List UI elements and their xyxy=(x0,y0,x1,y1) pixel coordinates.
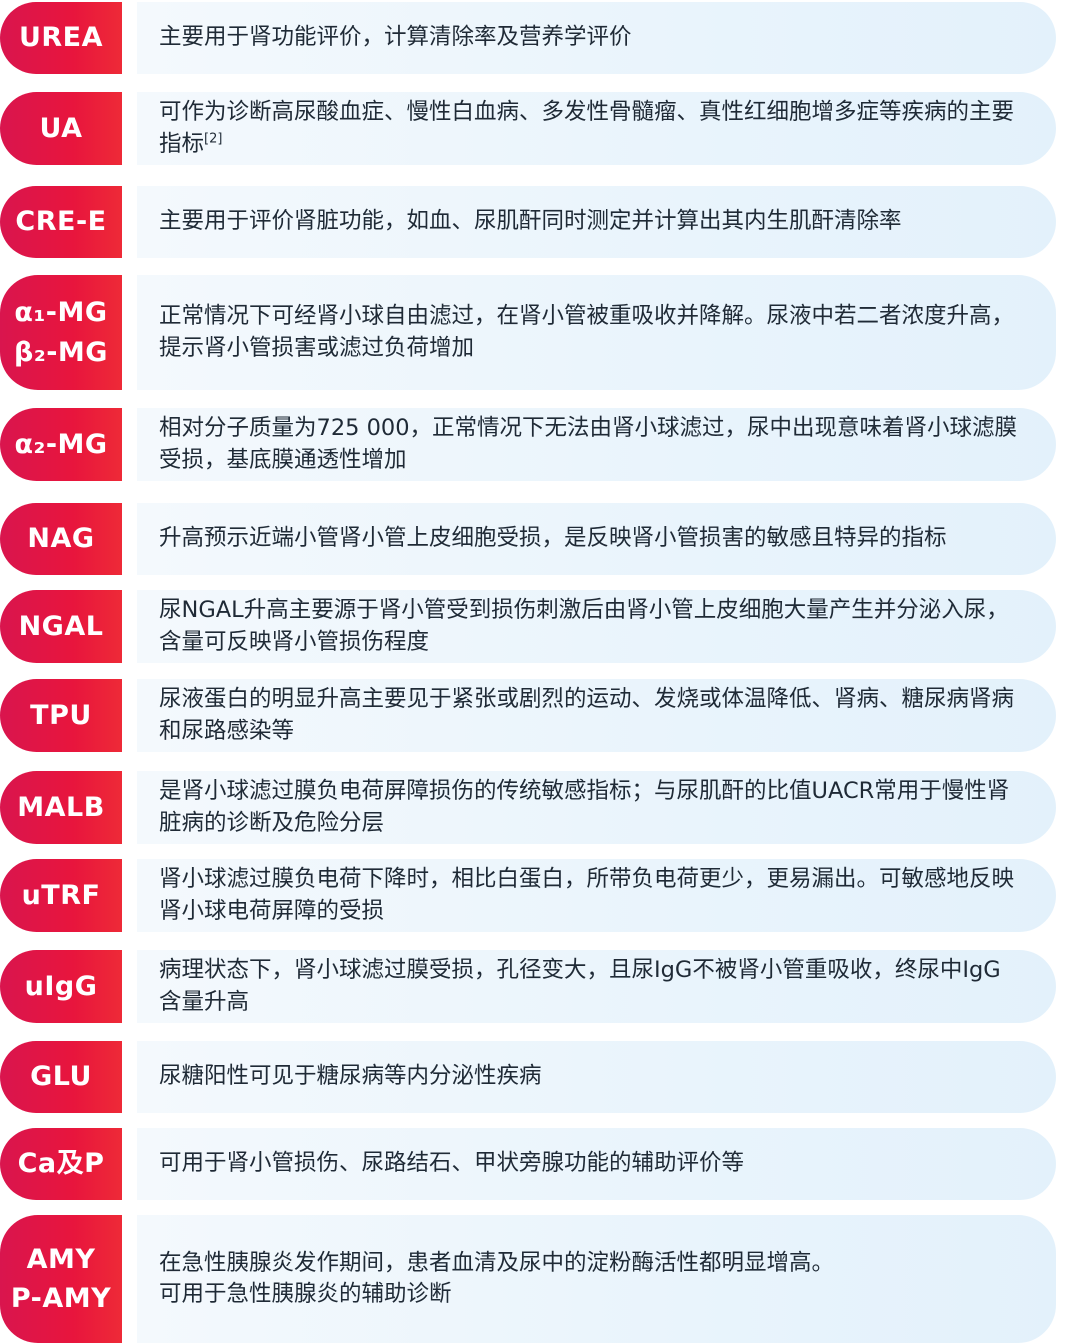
indicator-tag-label: MALB xyxy=(17,791,105,823)
indicator-description: 是肾小球滤过膜负电荷屏障损伤的传统敏感指标；与尿肌酐的比值UACR常用于慢性肾脏… xyxy=(159,776,1019,838)
indicator-description-text: 主要用于评价肾脏功能，如血、尿肌酐同时测定并计算出其内生肌酐清除率 xyxy=(159,208,902,235)
indicator-tag: uTRF xyxy=(0,859,122,932)
indicator-description-box: 是肾小球滤过膜负电荷屏障损伤的传统敏感指标；与尿肌酐的比值UACR常用于慢性肾脏… xyxy=(137,771,1056,844)
indicator-description-text: 可用于肾小管损伤、尿路结石、甲状旁腺功能的辅助评价等 xyxy=(159,1150,745,1177)
indicator-tag: uIgG xyxy=(0,950,122,1023)
indicator-tag: UREA xyxy=(0,2,122,74)
indicator-description-text: 可作为诊断高尿酸血症、慢性白血病、多发性骨髓瘤、真性红细胞增多症等疾病的主要指标 xyxy=(159,99,1015,157)
indicator-tag-label: uIgG xyxy=(24,970,98,1002)
indicator-tag: CRE-E xyxy=(0,186,122,258)
indicator-tag-label: NGAL xyxy=(18,610,104,642)
indicator-description: 可用于肾小管损伤、尿路结石、甲状旁腺功能的辅助评价等 xyxy=(159,1148,744,1179)
indicator-row: MALB 是肾小球滤过膜负电荷屏障损伤的传统敏感指标；与尿肌酐的比值UACR常用于… xyxy=(0,771,1080,844)
indicator-tag-label: AMY P-AMY xyxy=(10,1243,112,1314)
indicator-row: Ca及P 可用于肾小管损伤、尿路结石、甲状旁腺功能的辅助评价等 xyxy=(0,1128,1080,1200)
indicator-description: 相对分子质量为725 000，正常情况下无法由肾小球滤过，尿中出现意味着肾小球滤… xyxy=(159,413,1019,475)
indicator-tag-label: α₂-MG xyxy=(14,428,108,460)
indicator-tag-label: TPU xyxy=(30,699,92,731)
indicator-description-box: 升高预示近端小管肾小管上皮细胞受损，是反映肾小管损害的敏感且特异的指标 xyxy=(137,503,1056,575)
indicator-description-box: 在急性胰腺炎发作期间，患者血清及尿中的淀粉酶活性都明显增高。 可用于急性胰腺炎的… xyxy=(137,1215,1056,1343)
indicator-row: AMY P-AMY 在急性胰腺炎发作期间，患者血清及尿中的淀粉酶活性都明显增高。 … xyxy=(0,1215,1080,1343)
indicator-description-box: 肾小球滤过膜负电荷下降时，相比白蛋白，所带负电荷更少，更易漏出。可敏感地反映肾小… xyxy=(137,859,1056,932)
indicator-description-box: 相对分子质量为725 000，正常情况下无法由肾小球滤过，尿中出现意味着肾小球滤… xyxy=(137,408,1056,481)
indicator-description-text: 升高预示近端小管肾小管上皮细胞受损，是反映肾小管损害的敏感且特异的指标 xyxy=(159,525,947,552)
indicator-description: 肾小球滤过膜负电荷下降时，相比白蛋白，所带负电荷更少，更易漏出。可敏感地反映肾小… xyxy=(159,864,1019,926)
indicator-description-box: 尿糖阳性可见于糖尿病等内分泌性疾病 xyxy=(137,1041,1056,1113)
indicator-description: 正常情况下可经肾小球自由滤过，在肾小管被重吸收并降解。尿液中若二者浓度升高，提示… xyxy=(159,301,1019,363)
indicator-description-text: 主要用于肾功能评价，计算清除率及营养学评价 xyxy=(159,24,632,51)
indicator-description: 病理状态下，肾小球滤过膜受损，孔径变大，且尿IgG不被肾小管重吸收，终尿中IgG… xyxy=(159,955,1019,1017)
indicator-description-box: 病理状态下，肾小球滤过膜受损，孔径变大，且尿IgG不被肾小管重吸收，终尿中IgG… xyxy=(137,950,1056,1023)
indicator-tag: GLU xyxy=(0,1041,122,1113)
indicator-description: 在急性胰腺炎发作期间，患者血清及尿中的淀粉酶活性都明显增高。 可用于急性胰腺炎的… xyxy=(159,1248,834,1310)
indicator-tag: NGAL xyxy=(0,590,122,663)
indicator-row: α₂-MG 相对分子质量为725 000，正常情况下无法由肾小球滤过，尿中出现意味… xyxy=(0,408,1080,481)
reference-superscript: [2] xyxy=(204,131,223,146)
indicator-tag-label: α₁-MG β₂-MG xyxy=(14,297,108,368)
indicator-tag-label: UREA xyxy=(18,22,104,54)
indicator-tag-label: GLU xyxy=(30,1061,92,1093)
indicator-row: α₁-MG β₂-MG 正常情况下可经肾小球自由滤过，在肾小管被重吸收并降解。尿液… xyxy=(0,275,1080,390)
indicator-tag: TPU xyxy=(0,679,122,752)
indicator-description-box: 可用于肾小管损伤、尿路结石、甲状旁腺功能的辅助评价等 xyxy=(137,1128,1056,1200)
indicator-description-text: 尿糖阳性可见于糖尿病等内分泌性疾病 xyxy=(159,1063,542,1090)
indicator-tag-label: CRE-E xyxy=(15,206,107,238)
indicator-tag: NAG xyxy=(0,503,122,575)
indicator-description-text: 病理状态下，肾小球滤过膜受损，孔径变大，且尿IgG不被肾小管重吸收，终尿中IgG… xyxy=(159,957,1001,1015)
indicator-tag: UA xyxy=(0,92,122,165)
indicator-row: UA 可作为诊断高尿酸血症、慢性白血病、多发性骨髓瘤、真性红细胞增多症等疾病的主要… xyxy=(0,92,1080,165)
indicator-tag-label: uTRF xyxy=(21,879,101,911)
indicator-row: CRE-E 主要用于评价肾脏功能，如血、尿肌酐同时测定并计算出其内生肌酐清除率 xyxy=(0,186,1080,258)
indicator-description-text: 肾小球滤过膜负电荷下降时，相比白蛋白，所带负电荷更少，更易漏出。可敏感地反映肾小… xyxy=(159,866,1015,924)
indicator-tag-label: UA xyxy=(39,112,83,144)
indicator-tag: α₁-MG β₂-MG xyxy=(0,275,122,390)
indicator-description-text: 是肾小球滤过膜负电荷屏障损伤的传统敏感指标；与尿肌酐的比值UACR常用于慢性肾脏… xyxy=(159,778,1010,836)
indicator-description-text: 正常情况下可经肾小球自由滤过，在肾小管被重吸收并降解。尿液中若二者浓度升高，提示… xyxy=(159,303,1015,361)
indicator-description-box: 主要用于肾功能评价，计算清除率及营养学评价 xyxy=(137,2,1056,74)
indicator-description-text: 尿NGAL升高主要源于肾小管受到损伤刺激后由肾小管上皮细胞大量产生并分泌入尿，含… xyxy=(159,597,1009,655)
indicator-tag-label: Ca及P xyxy=(17,1148,105,1180)
indicator-row: TPU 尿液蛋白的明显升高主要见于紧张或剧烈的运动、发烧或体温降低、肾病、糖尿病肾… xyxy=(0,679,1080,752)
indicator-tag: α₂-MG xyxy=(0,408,122,481)
indicator-description-text: 在急性胰腺炎发作期间，患者血清及尿中的淀粉酶活性都明显增高。 可用于急性胰腺炎的… xyxy=(159,1249,835,1307)
indicator-tag: AMY P-AMY xyxy=(0,1215,122,1343)
indicator-description-box: 正常情况下可经肾小球自由滤过，在肾小管被重吸收并降解。尿液中若二者浓度升高，提示… xyxy=(137,275,1056,390)
indicator-description: 主要用于肾功能评价，计算清除率及营养学评价 xyxy=(159,22,632,53)
indicator-description-box: 可作为诊断高尿酸血症、慢性白血病、多发性骨髓瘤、真性红细胞增多症等疾病的主要指标… xyxy=(137,92,1056,165)
indicator-description-box: 尿液蛋白的明显升高主要见于紧张或剧烈的运动、发烧或体温降低、肾病、糖尿病肾病和尿… xyxy=(137,679,1056,752)
indicator-description: 主要用于评价肾脏功能，如血、尿肌酐同时测定并计算出其内生肌酐清除率 xyxy=(159,206,902,237)
indicator-description: 可作为诊断高尿酸血症、慢性白血病、多发性骨髓瘤、真性红细胞增多症等疾病的主要指标… xyxy=(159,97,1019,159)
indicator-description-text: 相对分子质量为725 000，正常情况下无法由肾小球滤过，尿中出现意味着肾小球滤… xyxy=(159,415,1018,473)
indicator-description-box: 主要用于评价肾脏功能，如血、尿肌酐同时测定并计算出其内生肌酐清除率 xyxy=(137,186,1056,258)
indicator-tag: Ca及P xyxy=(0,1128,122,1200)
indicator-tag-label: NAG xyxy=(27,523,95,555)
indicator-row: GLU 尿糖阳性可见于糖尿病等内分泌性疾病 xyxy=(0,1041,1080,1113)
indicator-row: UREA 主要用于肾功能评价，计算清除率及营养学评价 xyxy=(0,2,1080,74)
indicator-description: 升高预示近端小管肾小管上皮细胞受损，是反映肾小管损害的敏感且特异的指标 xyxy=(159,523,947,554)
indicator-row: NAG 升高预示近端小管肾小管上皮细胞受损，是反映肾小管损害的敏感且特异的指标 xyxy=(0,503,1080,575)
indicator-description-text: 尿液蛋白的明显升高主要见于紧张或剧烈的运动、发烧或体温降低、肾病、糖尿病肾病和尿… xyxy=(159,686,1015,744)
indicator-description: 尿糖阳性可见于糖尿病等内分泌性疾病 xyxy=(159,1061,542,1092)
indicator-row: uTRF 肾小球滤过膜负电荷下降时，相比白蛋白，所带负电荷更少，更易漏出。可敏感地… xyxy=(0,859,1080,932)
indicator-row: NGAL 尿NGAL升高主要源于肾小管受到损伤刺激后由肾小管上皮细胞大量产生并分泌… xyxy=(0,590,1080,663)
indicator-description: 尿NGAL升高主要源于肾小管受到损伤刺激后由肾小管上皮细胞大量产生并分泌入尿，含… xyxy=(159,595,1019,657)
indicator-description: 尿液蛋白的明显升高主要见于紧张或剧烈的运动、发烧或体温降低、肾病、糖尿病肾病和尿… xyxy=(159,684,1019,746)
indicator-row: uIgG 病理状态下，肾小球滤过膜受损，孔径变大，且尿IgG不被肾小管重吸收，终尿… xyxy=(0,950,1080,1023)
indicator-description-box: 尿NGAL升高主要源于肾小管受到损伤刺激后由肾小管上皮细胞大量产生并分泌入尿，含… xyxy=(137,590,1056,663)
indicator-tag: MALB xyxy=(0,771,122,844)
